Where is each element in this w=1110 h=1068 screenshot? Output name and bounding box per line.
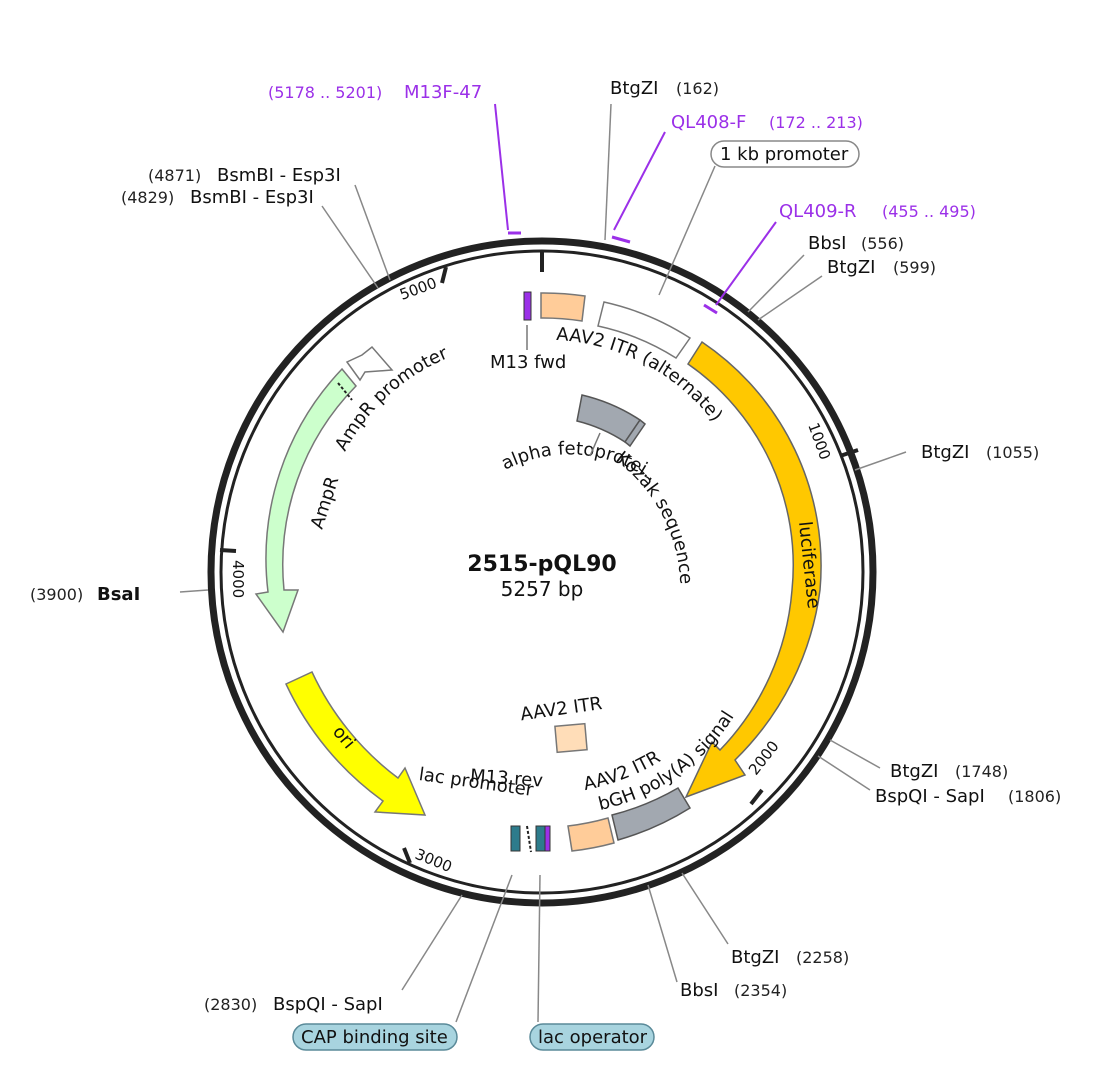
aav2-itr-center-feature[interactable] (554, 722, 588, 754)
site-leaders (179, 103, 907, 1023)
lac-promoter-feature[interactable] (535, 825, 546, 852)
feature-label-ampr: AmpR (307, 474, 344, 532)
lac-operator-mark (526, 825, 532, 853)
primer-name: M13F-47 (404, 82, 482, 103)
site-name: BsmBI - Esp3I (217, 165, 341, 186)
primer-ql408f-mark (611, 235, 631, 244)
pill-1kb-promoter[interactable]: 1 kb promoter (710, 140, 860, 168)
site-bsai-3900[interactable]: (3900) BsaI (30, 584, 140, 605)
aav2-itr-alternate-feature[interactable] (597, 301, 692, 360)
site-name: BsmBI - Esp3I (190, 187, 314, 208)
primer-name: QL408-F (671, 112, 746, 133)
pill-lac-operator[interactable]: lac operator (529, 1023, 655, 1051)
feature-label-m13-rev: M13 rev (469, 766, 544, 792)
luciferase-feature[interactable] (684, 340, 822, 799)
primer-ql408f[interactable]: QL408-F (172 .. 213) (671, 112, 863, 133)
primer-range: (455 .. 495) (882, 202, 976, 221)
plasmid-name: 2515-pQL90 (467, 552, 616, 577)
site-name: BtgZI (921, 442, 969, 463)
alpha-fetoprotein-leader (589, 432, 601, 457)
primer-range: (5178 .. 5201) (268, 83, 382, 102)
site-bbsi-556[interactable]: BbsI (556) (808, 233, 904, 254)
site-btgzi-599[interactable]: BtgZI (599) (827, 257, 936, 278)
pill-cap-binding-site[interactable]: CAP binding site (292, 1023, 458, 1051)
tick-1000 (839, 448, 859, 458)
site-btgzi-2258[interactable]: BtgZI (2258) (731, 947, 849, 968)
site-pos: (2830) (204, 995, 257, 1014)
site-bbsi-2354[interactable]: BbsI (2354) (680, 980, 787, 1001)
primer-ql409r-mark (703, 303, 718, 315)
site-name: BtgZI (731, 947, 779, 968)
site-bsmbi-4871[interactable]: (4871) BsmBI - Esp3I (148, 165, 341, 186)
aav2-itr-right-feature[interactable] (567, 817, 615, 852)
site-name: BbsI (808, 233, 846, 254)
tick-5000 (440, 266, 448, 284)
site-pos: (556) (861, 234, 904, 253)
site-name: BspQI - SapI (875, 786, 985, 807)
site-name: BbsI (680, 980, 718, 1001)
tick-4000 (219, 548, 237, 553)
tick-2000 (749, 788, 764, 806)
m13-rev-feature[interactable] (544, 825, 551, 852)
kozak-feature[interactable] (623, 418, 647, 448)
site-pos: (3900) (30, 585, 83, 604)
tick-3000 (402, 847, 412, 864)
feature-label-aav2-itr-center: AAV2 ITR (519, 693, 603, 725)
site-btgzi-162[interactable]: BtgZI (162) (610, 78, 719, 99)
site-pos: (2258) (796, 948, 849, 967)
tick-label-5000: 5000 (397, 274, 439, 304)
site-name: BspQI - SapI (273, 994, 383, 1015)
site-bsmbi-4829[interactable]: (4829) BsmBI - Esp3I (121, 187, 314, 208)
site-pos: (1748) (955, 762, 1008, 781)
tick-label-4000: 4000 (229, 560, 247, 598)
ampr-dashes (337, 382, 353, 401)
tick-label-3000: 3000 (413, 845, 455, 876)
aav2-itr-left-feature[interactable] (540, 292, 586, 322)
backbone (207, 237, 877, 907)
site-pos: (1806) (1008, 787, 1061, 806)
site-name: BsaI (97, 584, 140, 605)
site-pos: (1055) (986, 443, 1039, 462)
m13-fwd-feature[interactable] (523, 291, 532, 321)
cap-site-feature[interactable] (510, 825, 521, 852)
pill-text: CAP binding site (301, 1027, 448, 1048)
site-pos: (162) (676, 79, 719, 98)
pill-text: 1 kb promoter (720, 144, 849, 165)
primer-range: (172 .. 213) (769, 113, 863, 132)
feature-label-kozak: Kozak sequence (612, 447, 696, 584)
site-bspqi-1806[interactable]: BspQI - SapI (1806) (875, 786, 1061, 807)
primer-name: QL409-R (779, 201, 857, 222)
site-pos: (4871) (148, 166, 201, 185)
site-name: BtgZI (890, 761, 938, 782)
ampr-feature[interactable] (254, 367, 358, 634)
site-bspqi-2830[interactable]: (2830) BspQI - SapI (204, 994, 383, 1015)
tick-marks (219, 252, 859, 864)
bgh-polya-feature[interactable] (611, 786, 692, 841)
primer-ql409r[interactable]: QL409-R (455 .. 495) (779, 201, 976, 222)
feature-label-m13-fwd: M13 fwd (490, 352, 566, 373)
ori-feature[interactable] (285, 671, 427, 816)
primer-m13f47[interactable]: (5178 .. 5201) M13F-47 (268, 82, 482, 103)
site-pos: (4829) (121, 188, 174, 207)
feature-label-ampr-promoter: AmpR promoter (331, 343, 451, 455)
site-name: BtgZI (827, 257, 875, 278)
site-pos: (2354) (734, 981, 787, 1000)
primer-marks (494, 103, 777, 315)
site-btgzi-1748[interactable]: BtgZI (1748) (890, 761, 1008, 782)
site-btgzi-1055[interactable]: BtgZI (1055) (921, 442, 1039, 463)
site-pos: (599) (893, 258, 936, 277)
site-name: BtgZI (610, 78, 658, 99)
pill-text: lac operator (538, 1027, 648, 1048)
features (254, 291, 822, 853)
ampr-promoter-feature[interactable] (345, 345, 394, 382)
plasmid-length: 5257 bp (501, 577, 584, 601)
